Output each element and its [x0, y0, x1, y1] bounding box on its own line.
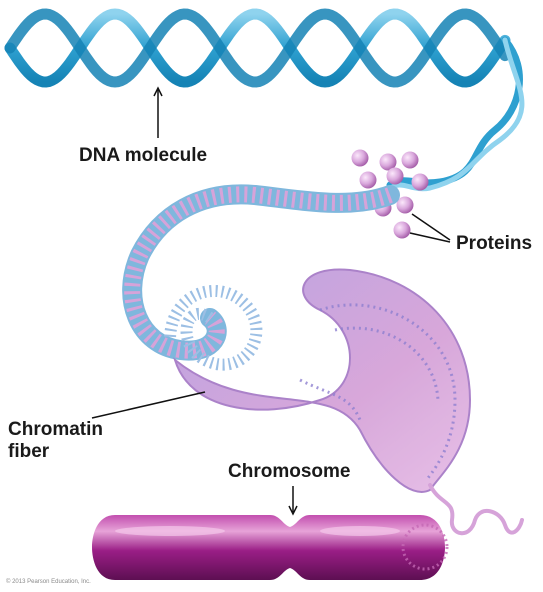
chromatin-leader-line	[92, 392, 205, 418]
protein-bead	[394, 222, 411, 239]
chromatin-fiber-label: Chromatin fiber	[8, 419, 103, 463]
protein-bead	[412, 174, 429, 191]
chromosome-highlight-left	[115, 526, 225, 536]
proteins-leader-line-2	[410, 233, 450, 242]
chromatin-tail	[430, 485, 522, 533]
chromosome	[92, 515, 447, 580]
dna-molecule-label: DNA molecule	[79, 145, 207, 167]
proteins-leader-line-1	[412, 214, 450, 240]
chromosome-highlight-right	[320, 526, 400, 536]
chromosome-label: Chromosome	[228, 461, 350, 483]
chromatin-large-coil	[175, 269, 470, 491]
chromatin-fiber-label-line-1: Chromatin	[8, 419, 103, 441]
chromosome-body	[92, 515, 445, 580]
protein-bead	[402, 152, 419, 169]
protein-bead	[360, 172, 377, 189]
protein-bead	[387, 168, 404, 185]
chromatin-fiber-label-line-2: fiber	[8, 441, 103, 463]
copyright-credit: © 2013 Pearson Education, Inc.	[6, 579, 91, 585]
proteins-label: Proteins	[456, 233, 532, 255]
protein-bead	[352, 150, 369, 167]
